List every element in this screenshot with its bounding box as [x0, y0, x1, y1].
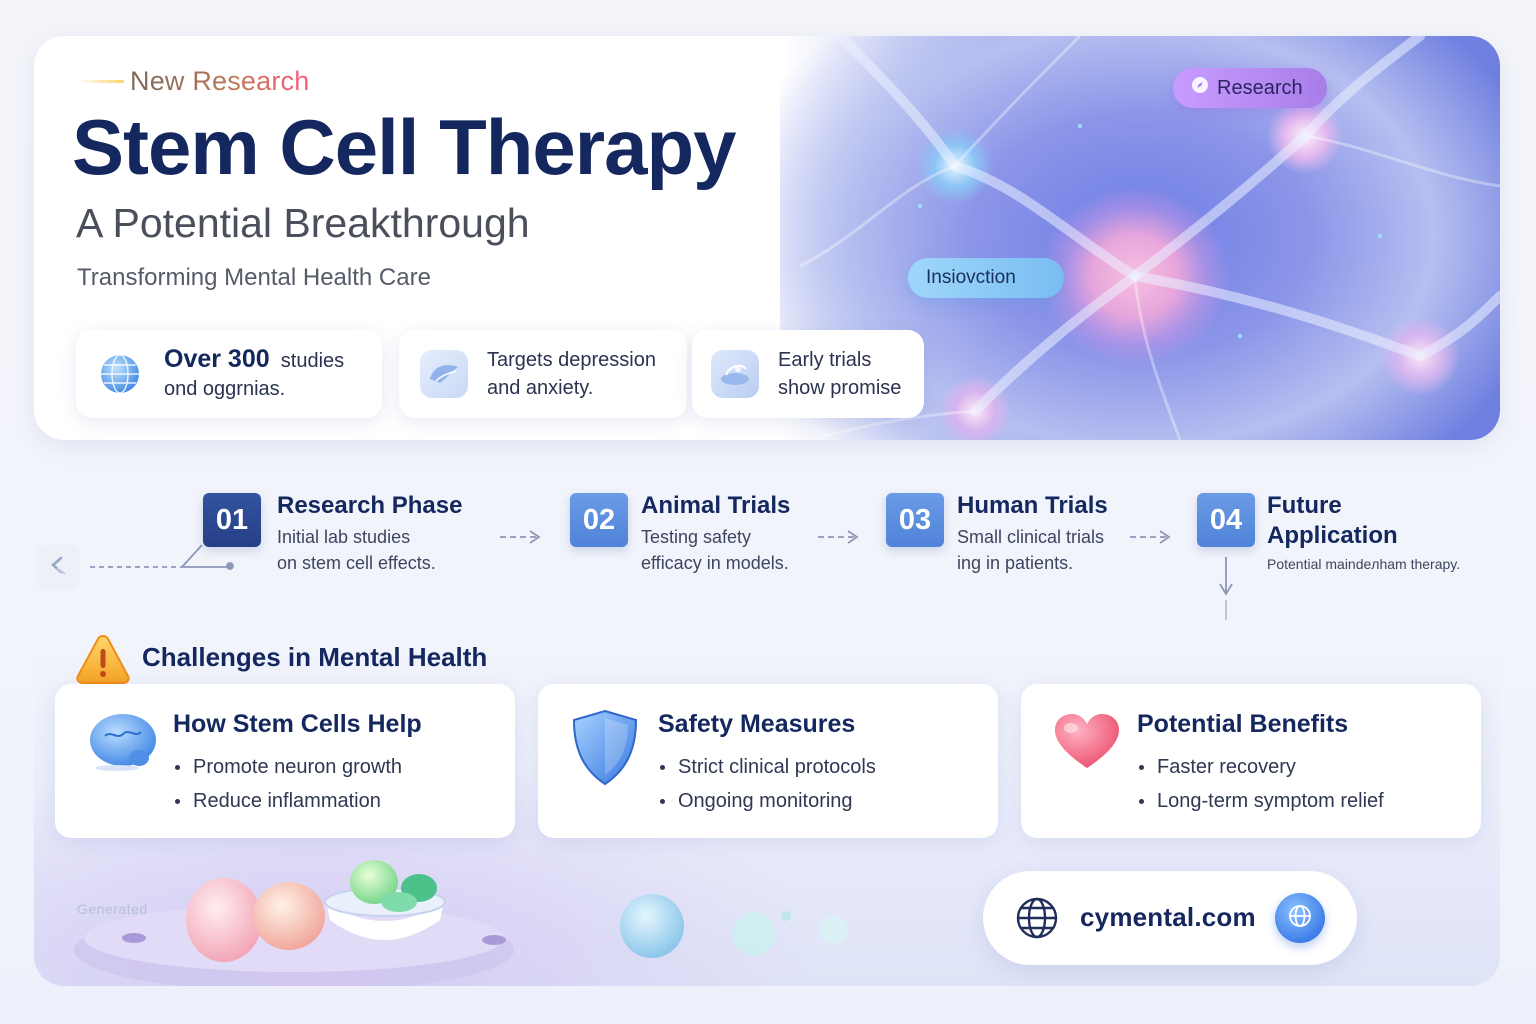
globe-icon — [96, 350, 144, 398]
website-url: cymental.com — [1080, 902, 1256, 932]
stat-text-trials: Early trials show promise — [778, 346, 901, 402]
step-title-future-1: Future — [1267, 492, 1342, 519]
website-go-button[interactable] — [1275, 893, 1325, 943]
globe-icon — [1287, 903, 1313, 934]
eyebrow-accent-line — [78, 80, 124, 83]
card-title: Safety Measures — [658, 710, 856, 738]
card-bullet-list: Promote neuron growth Reduce inflammatio… — [173, 750, 402, 818]
list-item: Long-term symptom relief — [1137, 784, 1384, 818]
innovation-tag-pill[interactable]: Insiovction — [908, 258, 1064, 298]
list-item: Faster recovery — [1137, 750, 1384, 784]
heart-icon — [1053, 712, 1121, 777]
card-title: Potential Benefits — [1137, 710, 1349, 738]
card-bullet-list: Strict clinical protocols Ongoing monito… — [658, 750, 876, 818]
page-title: Stem Cell Therapy — [72, 103, 737, 191]
step-title-research: Research Phase — [277, 492, 463, 519]
step-badge-03: 03 — [886, 493, 944, 547]
stat-line1: studies — [280, 350, 345, 372]
petri-dish-icon — [711, 350, 759, 398]
eyebrow-label: New Research — [78, 66, 309, 97]
brain-icon — [87, 710, 159, 777]
list-item: Reduce inflammation — [173, 784, 402, 818]
card-how-stem-cells-help: How Stem Cells Help Promote neuron growt… — [55, 684, 515, 838]
compass-icon — [1191, 76, 1209, 100]
hero-banner: New Research Stem Cell Therapy A Potenti… — [34, 36, 1500, 440]
step-badge-04: 04 — [1197, 493, 1255, 547]
warning-icon — [74, 632, 132, 691]
page-subtitle: A Potential Breakthrough — [76, 200, 530, 246]
card-title: How Stem Cells Help — [173, 710, 422, 738]
stat-line1: Early trials — [778, 349, 872, 371]
decorative-pills-illustration — [74, 860, 848, 986]
neuron-network-graphic — [799, 36, 1500, 440]
stat-card-targets: Targets depression and anxiety. — [399, 330, 687, 418]
stat-line1: Targets depression — [487, 349, 656, 371]
step-title-human: Human Trials — [957, 492, 1108, 519]
list-item: Strict clinical protocols — [658, 750, 876, 784]
step-badge-01: 01 — [203, 493, 261, 547]
card-potential-benefits: Potential Benefits Faster recovery Long-… — [1021, 684, 1481, 838]
globe-icon — [1015, 896, 1059, 945]
brain-icon — [420, 350, 468, 398]
back-button[interactable] — [36, 545, 80, 589]
card-bullet-list: Faster recovery Long-term symptom relief — [1137, 750, 1384, 818]
step-desc-future-1: Potential maindeлham therapy. — [1267, 556, 1461, 572]
stat-line2: show promise — [778, 377, 902, 399]
research-tag-pill[interactable]: Research — [1173, 68, 1327, 108]
stat-line2: and anxiety. — [487, 377, 594, 399]
step-desc-human-1: Small clinical trials — [957, 527, 1105, 547]
step-title-future-2: Application — [1267, 522, 1398, 549]
list-item: Ongoing monitoring — [658, 784, 876, 818]
challenges-heading: Challenges in Mental Health — [142, 642, 488, 672]
step-desc-research-2: on stem cell effects. — [277, 553, 436, 573]
step-desc-animal-2: efficacy in models. — [641, 553, 789, 573]
step-desc-human-2: ing in patients. — [957, 553, 1074, 573]
page-tagline: Transforming Mental Health Care — [77, 264, 431, 291]
research-tag-label: Research — [1217, 76, 1303, 99]
innovation-tag-label: Insiovction — [926, 267, 1016, 288]
step-badge-02: 02 — [570, 493, 628, 547]
stat-card-studies: Over 300 studies ond oggrnias. — [76, 330, 382, 418]
stat-text-studies: Over 300 studies ond oggrnias. — [164, 345, 344, 403]
step-title-animal: Animal Trials — [641, 492, 791, 519]
faint-watermark-label: Generated — [77, 901, 148, 917]
stat-text-targets: Targets depression and anxiety. — [487, 346, 656, 402]
step-desc-animal-1: Testing safety — [641, 527, 752, 547]
stat-line2: ond oggrnias. — [164, 378, 286, 400]
stat-card-trials: Early trials show promise — [692, 330, 924, 418]
card-safety-measures: Safety Measures Strict clinical protocol… — [538, 684, 998, 838]
step-desc-research-1: Initial lab studies — [277, 527, 411, 547]
eyebrow-text: New Research — [130, 66, 310, 96]
website-link-pill[interactable]: cymental.com — [983, 871, 1357, 965]
list-item: Promote neuron growth — [173, 750, 402, 784]
chevron-left-icon — [47, 554, 69, 581]
shield-icon — [570, 708, 640, 793]
stat-strong-value: Over 300 — [164, 345, 270, 373]
